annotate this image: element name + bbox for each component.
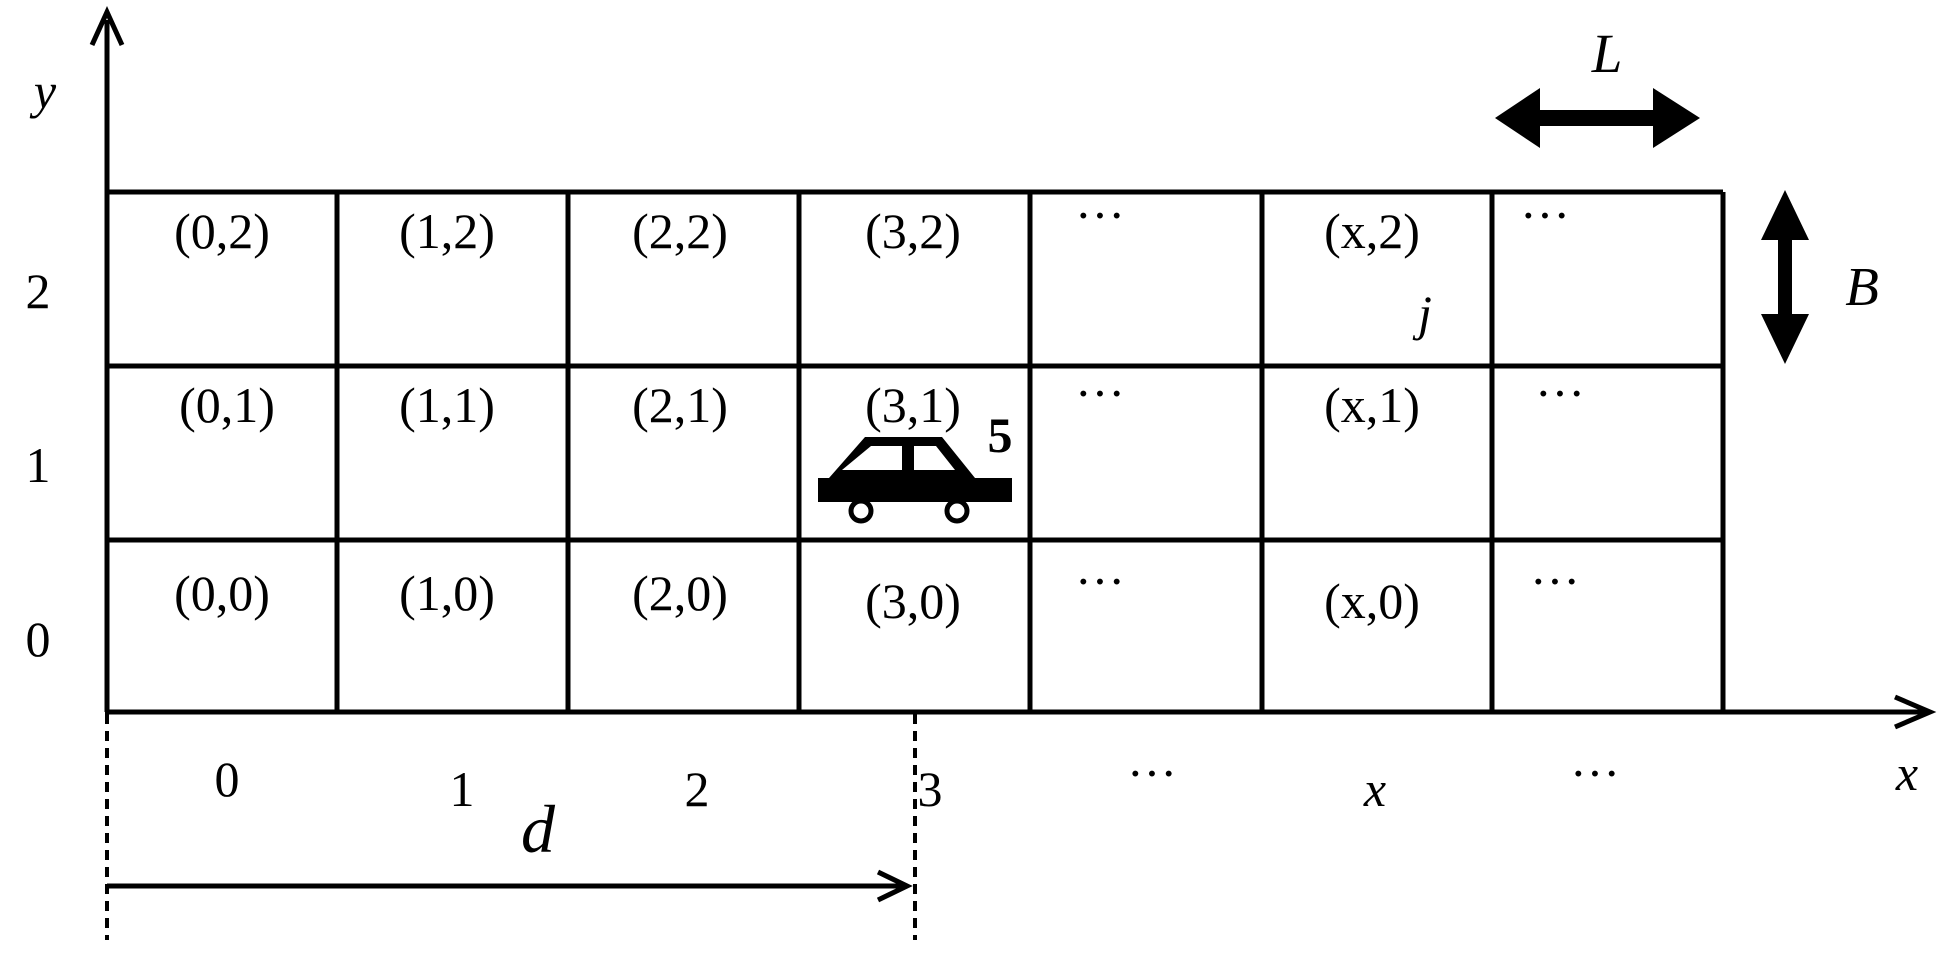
- column-label: 1: [450, 761, 475, 817]
- cell-label: (3,0): [865, 573, 961, 629]
- cell-label: (2,2): [632, 203, 728, 259]
- dimension-label-L: L: [1591, 23, 1623, 84]
- cell-label: (x,2): [1324, 203, 1420, 259]
- cell-label: (1,1): [399, 377, 495, 433]
- row-label: 1: [26, 437, 51, 493]
- x-axis-label: x: [1895, 745, 1918, 801]
- y-axis-arrowhead: [89, 5, 125, 47]
- column-label: 3: [918, 761, 943, 817]
- cell-label: ···: [1535, 365, 1585, 421]
- column-label: ···: [1570, 745, 1620, 801]
- cell-label: (x,1): [1324, 377, 1420, 433]
- cell-label: (0,0): [174, 565, 270, 621]
- vehicle-id-label: 5: [988, 407, 1013, 463]
- cell-label: (1,0): [399, 565, 495, 621]
- dimension-label-d: d: [521, 791, 556, 867]
- cell-label: ···: [1075, 365, 1125, 421]
- cell-note-j: j: [1412, 285, 1432, 341]
- axes: y x: [29, 5, 1937, 801]
- x-axis-arrowhead: [1894, 694, 1937, 730]
- cell-labels: (0,2) (1,2) (2,2) (3,2) ··· (x,2) ··· (0…: [174, 187, 1585, 629]
- cell-label: (0,2): [174, 203, 270, 259]
- cell-label: (1,2): [399, 203, 495, 259]
- cell-label: (0,1): [179, 377, 275, 433]
- cell-label: ···: [1520, 187, 1570, 243]
- column-label: x: [1363, 761, 1386, 817]
- vehicle: 5: [818, 407, 1013, 524]
- dimension-B: B: [1761, 190, 1879, 364]
- cell-label: (3,1): [865, 377, 961, 433]
- row-label: 2: [26, 263, 51, 319]
- column-label: 2: [685, 761, 710, 817]
- grid-lines: [107, 189, 1726, 712]
- dimension-d: d: [105, 714, 917, 940]
- cell-label: (2,1): [632, 377, 728, 433]
- cell-label: ···: [1075, 187, 1125, 243]
- cell-label: ···: [1530, 553, 1580, 609]
- double-arrow-horizontal: [1495, 88, 1700, 148]
- distance-arrowhead: [876, 869, 913, 903]
- column-label: ···: [1127, 745, 1177, 801]
- cell-label: (3,2): [865, 203, 961, 259]
- cell-label: (2,0): [632, 565, 728, 621]
- cell-label: ···: [1075, 553, 1125, 609]
- car-icon: [818, 437, 1012, 524]
- column-labels: 0 1 2 3 ··· x ···: [215, 745, 1620, 817]
- y-axis-label: y: [29, 63, 57, 119]
- cell-label: (x,0): [1324, 573, 1420, 629]
- dimension-label-B: B: [1845, 256, 1879, 317]
- column-label: 0: [215, 751, 240, 807]
- dimension-L: L: [1495, 23, 1700, 148]
- row-label: 0: [26, 611, 51, 667]
- row-labels: 2 1 0: [26, 263, 51, 667]
- double-arrow-vertical: [1761, 190, 1809, 364]
